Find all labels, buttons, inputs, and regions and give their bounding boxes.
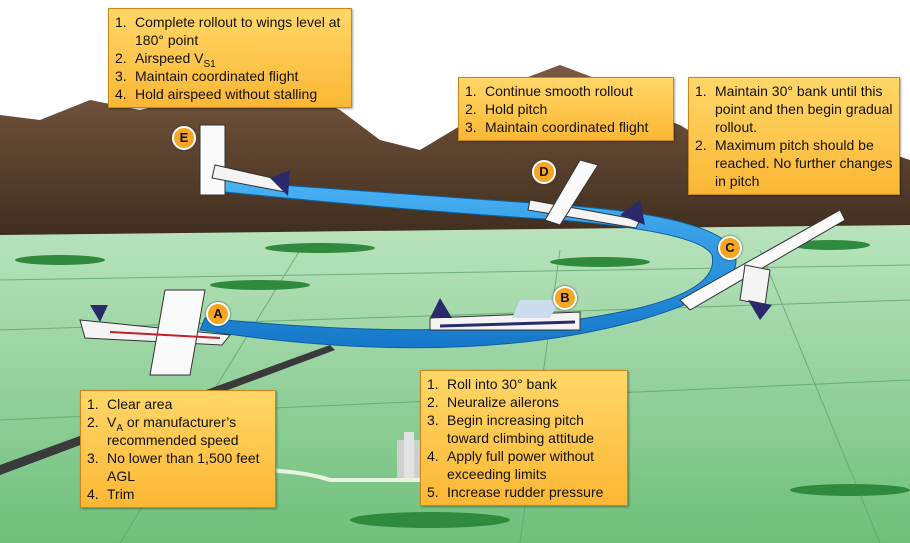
callout-b-item: 1.Roll into 30° bank — [427, 376, 557, 392]
callout-e-item: 4.Hold airspeed without stalling — [115, 86, 318, 102]
callout-c-item: 2.Maximum pitch should be reached. No fu… — [695, 137, 893, 189]
callout-d-item: 1.Continue smooth rollout — [465, 83, 633, 99]
callout-e-item: 3.Maintain coordinated flight — [115, 68, 299, 84]
callout-d-item: 2.Hold pitch — [465, 101, 548, 117]
marker-b: B — [553, 286, 577, 310]
marker-d: D — [532, 160, 556, 184]
callout-d: 1.Continue smooth rollout 2.Hold pitch 3… — [458, 77, 674, 141]
callout-d-item: 3.Maintain coordinated flight — [465, 119, 649, 135]
marker-a: A — [206, 302, 230, 326]
callout-a-item: 4.Trim — [87, 486, 135, 502]
callout-c: 1.Maintain 30° bank until this point and… — [688, 77, 900, 195]
mountains — [0, 65, 910, 250]
callout-a-item: 1.Clear area — [87, 396, 173, 412]
callout-c-item: 1.Maintain 30° bank until this point and… — [695, 83, 893, 135]
callout-e: 1.Complete rollout to wings level at 180… — [108, 8, 352, 108]
airplane-a — [79, 289, 231, 376]
marker-e: E — [172, 126, 196, 150]
callout-a: 1.Clear area 2.VA or manufacturer’s reco… — [80, 390, 276, 508]
callout-b-item: 5.Increase rudder pressure — [427, 484, 604, 500]
callout-a-item: 2.VA or manufacturer’s recommended speed — [87, 414, 239, 448]
callout-b-item: 2.Neuralize ailerons — [427, 394, 560, 410]
silo — [397, 432, 421, 478]
callout-b-item: 4.Apply full power without exceeding lim… — [427, 448, 595, 482]
tree-lines — [15, 240, 910, 528]
callout-b: 1.Roll into 30° bank 2.Neuralize aileron… — [420, 370, 628, 506]
marker-c: C — [718, 236, 742, 260]
callout-b-item: 3.Begin increasing pitch toward climbing… — [427, 412, 595, 446]
callout-a-item: 3.No lower than 1,500 feet AGL — [87, 450, 260, 484]
airplane-e — [199, 124, 291, 196]
airplane-d — [527, 159, 645, 229]
callout-e-item: 1.Complete rollout to wings level at 180… — [115, 14, 341, 48]
airplane-c — [679, 209, 846, 320]
callout-e-item: 2.Airspeed VS1 — [115, 50, 216, 70]
airplane-b — [429, 298, 581, 331]
